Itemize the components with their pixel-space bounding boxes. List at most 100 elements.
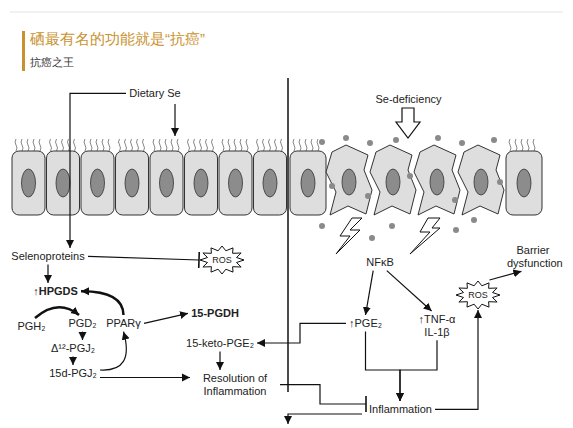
bacteria-dot [407, 173, 413, 179]
epithelial-cell [116, 151, 149, 215]
label-node: 15-keto-PGE₂ [183, 335, 257, 352]
label-node: ↑PGE₂ [346, 315, 385, 332]
microvillus [299, 139, 301, 151]
microvillus [533, 139, 535, 151]
cell-nucleus [22, 169, 36, 197]
arrow-connector [82, 332, 83, 340]
bacteria-dot [452, 197, 458, 203]
node-text: ↑HPGDS [33, 285, 78, 298]
microvillus [515, 139, 517, 151]
microvillus [165, 139, 167, 151]
label-node: NFκB [363, 254, 397, 271]
microvillus [305, 139, 307, 151]
epithelial-cell [254, 151, 287, 215]
label-node: ↑TNF-α IL-1β [410, 311, 464, 340]
diagram-title: 硒最有名的功能就是“抗癌” [30, 30, 205, 49]
node-text: ↑TNF-α IL-1β [413, 313, 461, 338]
label-node: ↑HPGDS [30, 283, 81, 300]
bacteria-dot [369, 235, 375, 241]
microvillus [222, 139, 224, 151]
arrow-connector [47, 265, 48, 283]
title-bar [22, 31, 25, 71]
bacteria-dot [329, 183, 335, 189]
cell-nucleus [263, 169, 277, 197]
cell-nucleus [194, 169, 208, 197]
node-text: Inflammation [369, 403, 432, 416]
microvillus [108, 139, 110, 151]
microvillus [62, 139, 64, 151]
arrow-connector [70, 93, 126, 248]
lightning-bolt [410, 218, 440, 254]
arrow-connector [72, 357, 73, 365]
cell-nucleus [342, 169, 356, 195]
bacteria-dot [319, 139, 325, 145]
arrow-connector [490, 271, 522, 280]
label-node: Inflammation [366, 401, 435, 418]
microvillus [293, 139, 295, 151]
microvillus [212, 139, 214, 151]
microvillus [171, 139, 173, 151]
frame-line [10, 12, 563, 13]
subtitle-label: 抗癌之王 [30, 55, 74, 70]
damaged-cell [414, 145, 460, 215]
label-node: Δ¹²-PGJ₂ [48, 340, 98, 357]
microvillus [102, 139, 104, 151]
microvillus [527, 139, 529, 151]
node-text: Barrier dysfunction [507, 244, 559, 269]
label-node: Dietary Se [126, 85, 184, 102]
node-text: Selenoproteins [11, 250, 85, 263]
microvillus [509, 139, 511, 151]
cell-nucleus [91, 169, 105, 197]
inhibition-line [280, 385, 366, 404]
bacteria-dot [343, 135, 349, 141]
label-node: PGD₂ [65, 315, 100, 332]
microvillus [84, 139, 86, 151]
epithelial-cell [12, 151, 45, 215]
arrow-connector [219, 352, 220, 370]
microvillus [257, 139, 259, 151]
label-node: Barrier dysfunction [504, 242, 562, 271]
microvillus [159, 139, 161, 151]
node-text: 15d-PGJ₂ [49, 367, 97, 380]
damaged-cell [458, 145, 504, 215]
damaged-cell [370, 145, 416, 215]
node-text: Dietary Se [129, 87, 181, 100]
cell-nucleus [474, 169, 488, 195]
node-text: Δ¹²-PGJ₂ [51, 342, 95, 355]
divider-line [287, 78, 289, 392]
epithelial-cell [150, 151, 183, 215]
cell-nucleus [160, 169, 174, 197]
bacteria-dot [365, 193, 371, 199]
node-text: NFκB [366, 256, 394, 269]
label-node: Resolution of Inflammation [190, 370, 280, 399]
microvillus [50, 139, 52, 151]
arrow-connector [81, 291, 124, 315]
arrow-connector [144, 313, 188, 323]
microvillus [125, 139, 127, 151]
bacteria-dot [497, 179, 503, 185]
microvillus [33, 139, 35, 151]
bacteria-dot [319, 223, 325, 229]
microvillus [119, 139, 121, 151]
ros-burst: ROS [199, 245, 245, 275]
cell-nucleus [56, 169, 70, 197]
arrow-connector [257, 323, 346, 343]
cell-nucleus [386, 169, 400, 195]
microvillus [74, 139, 76, 151]
microvillus [246, 139, 248, 151]
microvillus [39, 139, 41, 151]
microvillus [206, 139, 208, 151]
node-text: PGH₂ [17, 320, 46, 333]
arrow-connector [400, 340, 437, 401]
node-text: 15-PGDH [191, 307, 239, 320]
cell-nucleus [125, 169, 139, 197]
bacteria-dot [389, 223, 395, 229]
epithelial-cell [81, 151, 114, 215]
microvillus [194, 139, 196, 151]
microvillus [131, 139, 133, 151]
microvillus [143, 139, 145, 151]
microvillus [317, 139, 319, 151]
epithelial-cell [47, 151, 80, 215]
